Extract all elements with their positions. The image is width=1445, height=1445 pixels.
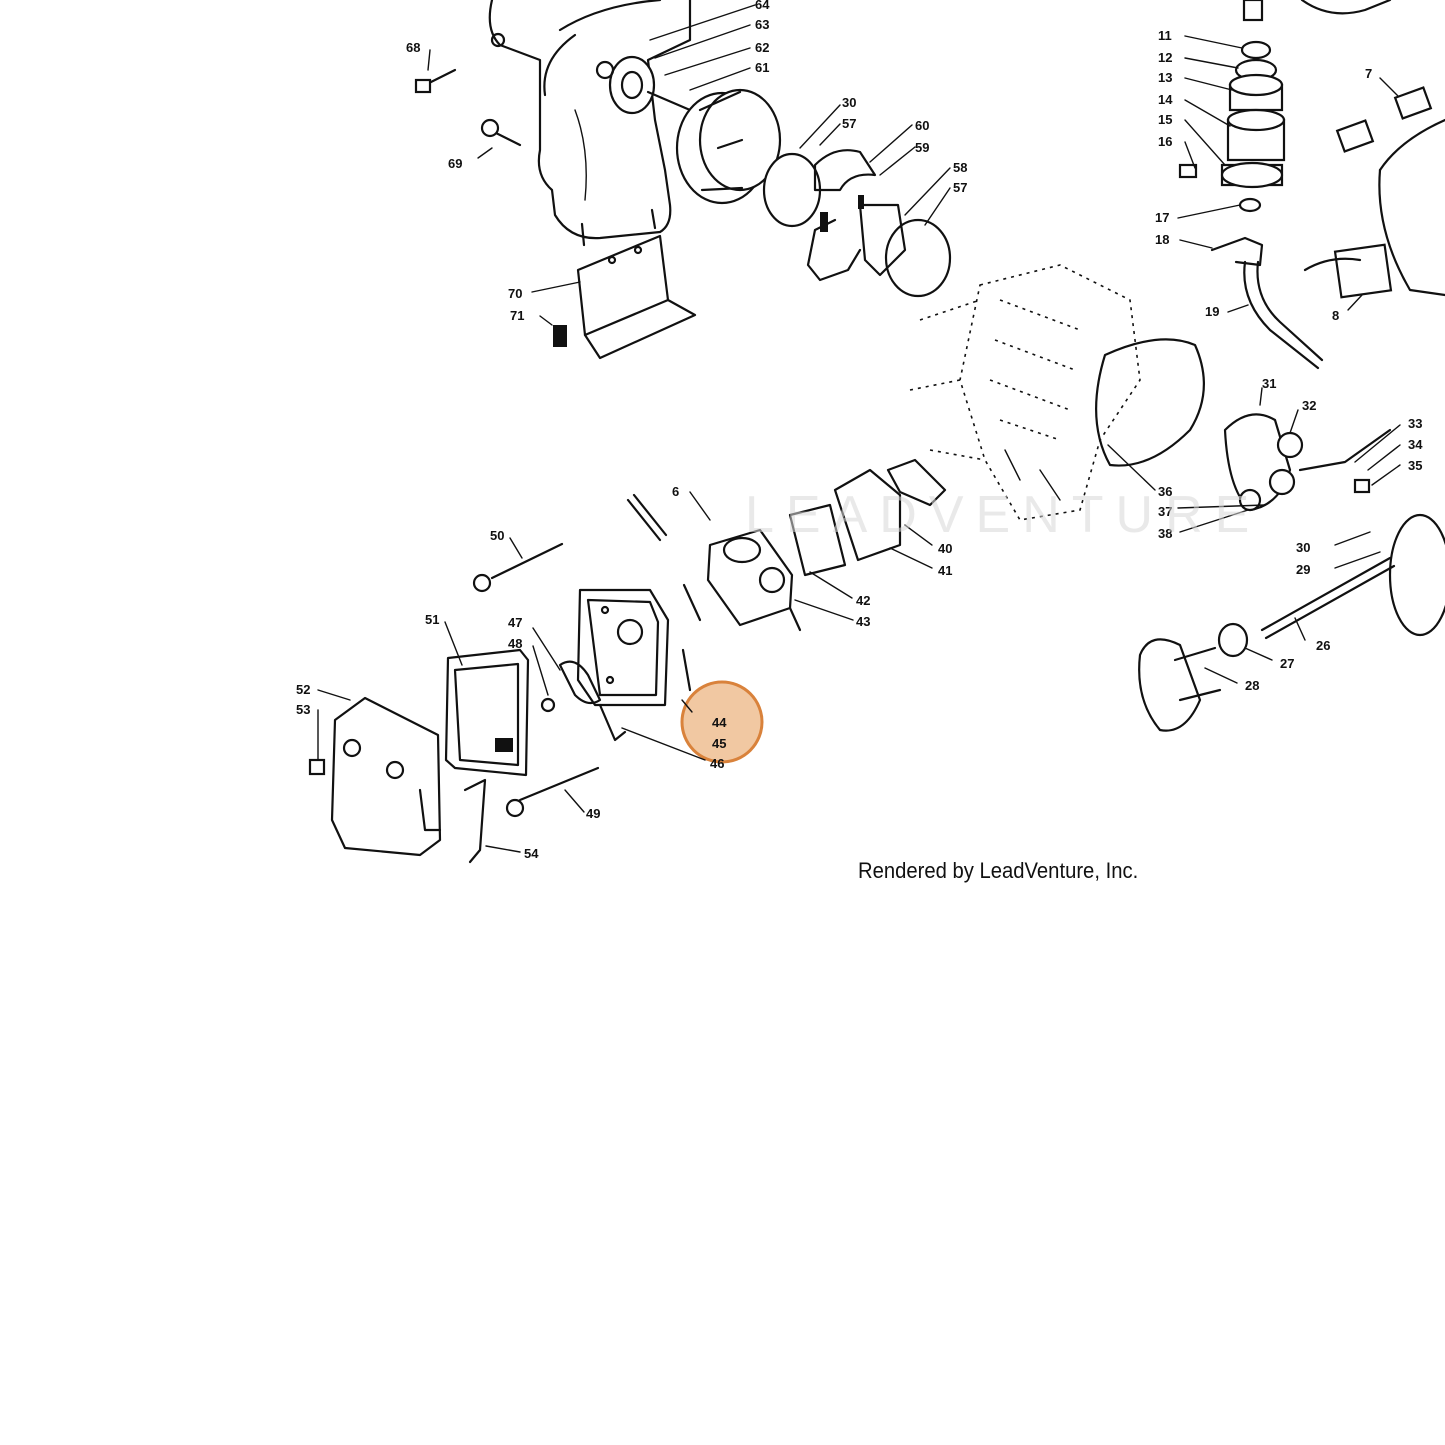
callout-8: 8: [1332, 308, 1339, 323]
callout-58: 58: [953, 160, 967, 175]
callout-71: 71: [510, 308, 524, 323]
callout-28: 28: [1245, 678, 1259, 693]
clutch-shoes: [762, 149, 952, 298]
callout-11: 11: [1158, 28, 1172, 43]
callout-33: 33: [1408, 416, 1422, 431]
air-filter-base: [576, 588, 670, 707]
watermark-text: LEADVENTURE: [745, 486, 1262, 544]
callout-68: 68: [406, 40, 420, 55]
bolts-left: [414, 68, 567, 347]
callout-13: 13: [1158, 70, 1172, 85]
callout-47: 47: [508, 615, 522, 630]
callout-38: 38: [1158, 526, 1172, 541]
callout-29: 29: [1296, 562, 1310, 577]
callout-43: 43: [856, 614, 870, 629]
callout-15: 15: [1158, 112, 1172, 127]
callout-45: 45: [712, 736, 726, 751]
gaskets-40-41-42: [788, 458, 947, 577]
ignition-stack: [1178, 0, 1445, 370]
callout-26: 26: [1316, 638, 1330, 653]
callout-62: 62: [755, 40, 769, 55]
carburetor: [626, 493, 802, 632]
callout-60: 60: [915, 118, 929, 133]
callout-30-right: 30: [1296, 540, 1310, 555]
callout-42: 42: [856, 593, 870, 608]
highlight-marker[interactable]: [680, 680, 764, 764]
mounting-bracket: [576, 234, 697, 360]
callout-31: 31: [1262, 376, 1276, 391]
callout-41: 41: [938, 563, 952, 578]
callout-44: 44: [712, 715, 727, 730]
cylinder-block: [909, 264, 1205, 521]
callout-49: 49: [586, 806, 600, 821]
callout-59: 59: [915, 140, 929, 155]
callout-63: 63: [755, 17, 769, 32]
callout-36: 36: [1158, 484, 1172, 499]
small-parts-lower: [308, 542, 692, 864]
callout-6: 6: [672, 484, 679, 499]
filter-cover: [330, 696, 442, 857]
callout-30-top: 30: [842, 95, 856, 110]
filter-element: [444, 648, 530, 777]
credit-text: Rendered by LeadVenture, Inc.: [858, 858, 1139, 883]
callout-labels: 64 63 62 61 68 69 70 71 30 57 60 59 58 5…: [296, 0, 1423, 861]
callout-54: 54: [524, 846, 539, 861]
callout-12: 12: [1158, 50, 1172, 65]
clutch-drum: [675, 88, 782, 205]
callout-37: 37: [1158, 504, 1172, 519]
gear-housing: [488, 0, 692, 247]
callout-57-top: 57: [842, 116, 856, 131]
callout-19: 19: [1205, 304, 1219, 319]
callout-32: 32: [1302, 398, 1316, 413]
callout-53: 53: [296, 702, 310, 717]
callout-40: 40: [938, 541, 952, 556]
callout-16: 16: [1158, 134, 1172, 149]
callout-57-lower: 57: [953, 180, 967, 195]
callout-64: 64: [755, 0, 770, 12]
callout-48: 48: [508, 636, 522, 651]
callout-46: 46: [710, 756, 724, 771]
starter-assembly: [1138, 413, 1445, 732]
callout-27: 27: [1280, 656, 1294, 671]
callout-35: 35: [1408, 458, 1422, 473]
callout-7: 7: [1365, 66, 1372, 81]
callout-14: 14: [1158, 92, 1173, 107]
callout-70: 70: [508, 286, 522, 301]
callout-50: 50: [490, 528, 504, 543]
callout-52: 52: [296, 682, 310, 697]
callout-51: 51: [425, 612, 439, 627]
callout-69: 69: [448, 156, 462, 171]
callout-17: 17: [1155, 210, 1169, 225]
callout-61: 61: [755, 60, 769, 75]
callout-34: 34: [1408, 437, 1423, 452]
callout-18: 18: [1155, 232, 1169, 247]
